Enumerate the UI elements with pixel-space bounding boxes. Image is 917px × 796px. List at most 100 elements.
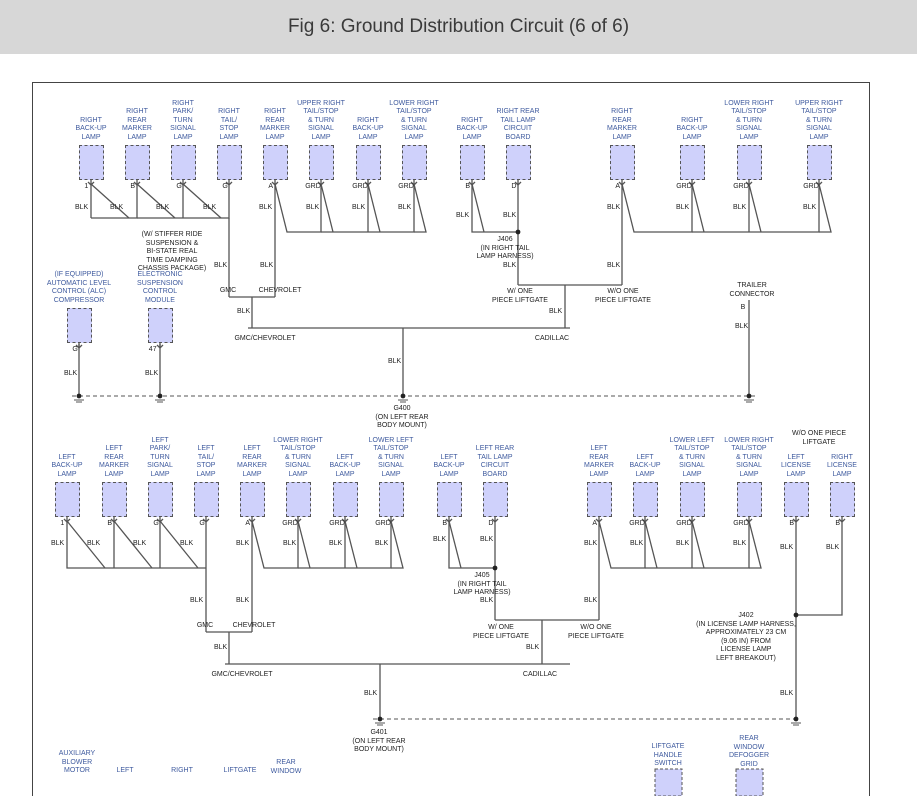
component-box: [262, 145, 288, 180]
wire-color-label: BLK: [329, 540, 343, 547]
pin-label: A: [615, 183, 621, 190]
wire-color-label: BLK: [676, 540, 690, 547]
pin-marker: [387, 517, 395, 523]
partial-component-label: RIGHT: [171, 767, 193, 774]
wire-color-label: BLK: [480, 597, 494, 604]
component-box: [101, 482, 127, 517]
annotation: GMC/CHEVROLET: [234, 335, 296, 342]
pin-marker: [688, 180, 696, 186]
pin-label: GRD: [676, 183, 692, 190]
wire-color-label: BLK: [145, 370, 159, 377]
component-box: [308, 145, 334, 180]
pin-marker: [294, 517, 302, 523]
pin-marker: [202, 517, 210, 523]
wire-color-label: BLK: [236, 597, 250, 604]
wire-color-label: BLK: [388, 358, 402, 365]
pin-marker: [179, 180, 187, 186]
wire-color-label: BLK: [676, 204, 690, 211]
pin-label: B: [789, 520, 795, 527]
partial-component-label: LEFT: [116, 767, 134, 774]
wire-color-label: BLK: [584, 540, 598, 547]
component-box: [459, 145, 485, 180]
pin-marker: [87, 180, 95, 186]
wire-color-label: BLK: [306, 204, 320, 211]
pin-marker: [317, 180, 325, 186]
pin-marker: [792, 517, 800, 523]
wire-color-label: BLK: [203, 204, 217, 211]
pin-marker: [514, 180, 522, 186]
component-box: [285, 482, 311, 517]
component-box: [632, 482, 658, 517]
pin-label: G: [222, 183, 228, 190]
pin-label: D: [488, 520, 494, 527]
pin-marker: [595, 517, 603, 523]
wire-color-label: BLK: [283, 540, 297, 547]
pin-marker: [341, 517, 349, 523]
component-box: [378, 482, 404, 517]
component-box: [482, 482, 508, 517]
pin-label: 1: [84, 183, 89, 190]
pin-label: GRD: [733, 183, 749, 190]
pin-label: A: [592, 520, 598, 527]
pin-marker: [815, 180, 823, 186]
pin-label: GRD: [629, 520, 645, 527]
figure-title: Fig 6: Ground Distribution Circuit (6 of…: [287, 16, 630, 37]
wire-color-label: BLK: [526, 644, 540, 651]
wire-color-label: BLK: [433, 536, 447, 543]
wire-color-label: BLK: [398, 204, 412, 211]
component-box: [216, 145, 242, 180]
pin-label: B: [465, 183, 471, 190]
pin-label: G: [199, 520, 205, 527]
figure-header: Fig 6: Ground Distribution Circuit (6 of…: [0, 0, 917, 54]
wire-color-label: BLK: [733, 204, 747, 211]
pin-label: B: [130, 183, 136, 190]
pin-label: GRD: [352, 183, 368, 190]
component-box: [239, 482, 265, 517]
component-box: [124, 145, 150, 180]
component-box: [736, 482, 762, 517]
wire-color-label: BLK: [607, 204, 621, 211]
component-box: [609, 145, 635, 180]
wire-color-label: BLK: [133, 540, 147, 547]
pin-marker: [156, 517, 164, 523]
pin-label: GRD: [375, 520, 391, 527]
pin-label: B: [442, 520, 448, 527]
diagram-frame: [32, 82, 870, 796]
component-box: [78, 145, 104, 180]
pin-label: G: [72, 346, 78, 353]
wire-color-label: BLK: [584, 597, 598, 604]
wire-color-label: BLK: [64, 370, 78, 377]
pin-marker: [745, 180, 753, 186]
pin-label: G: [176, 183, 182, 190]
pin-label: A: [245, 520, 251, 527]
pin-marker: [838, 517, 846, 523]
wire-color-label: BLK: [630, 540, 644, 547]
wire-color-label: BLK: [503, 262, 517, 269]
pin-marker: [410, 180, 418, 186]
wire-color-label: BLK: [549, 308, 563, 315]
component-box: [829, 482, 855, 517]
pin-label: B: [835, 520, 841, 527]
annotation: CADILLAC: [534, 335, 570, 342]
annotation: GMC: [219, 287, 237, 294]
